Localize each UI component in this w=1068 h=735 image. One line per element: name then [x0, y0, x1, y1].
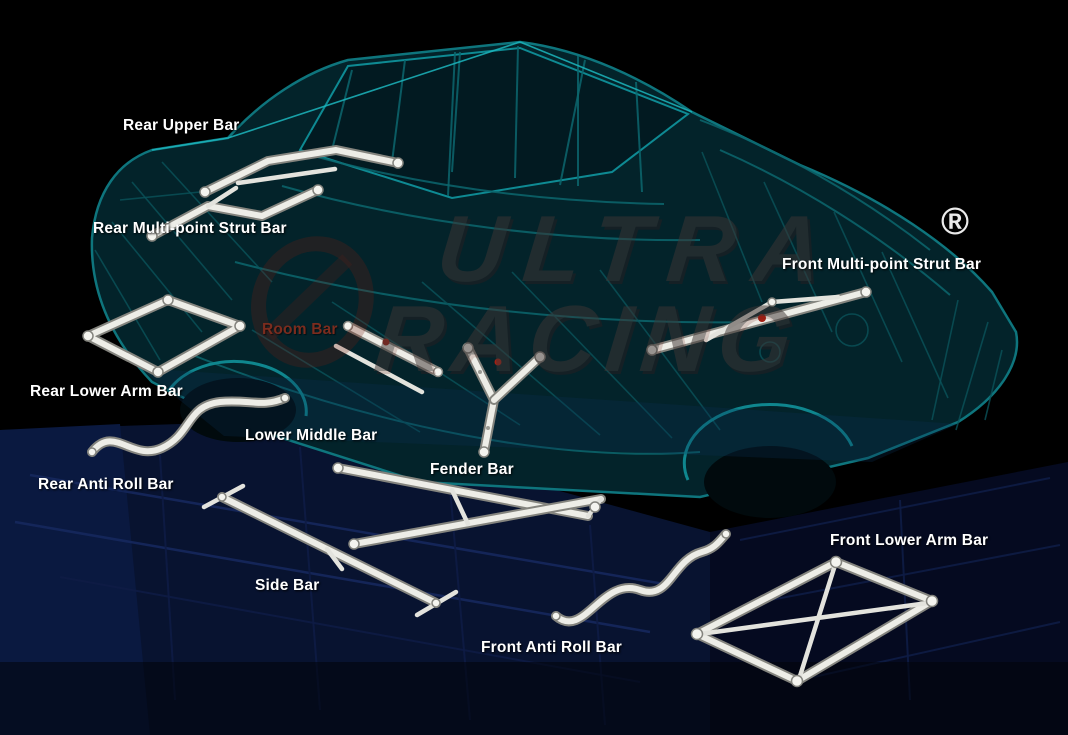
- brand-sticker: [382, 338, 390, 346]
- front-anti-roll-bar-illustration: [551, 529, 731, 627]
- registered-trademark-symbol: ®: [941, 201, 969, 243]
- front-lower-arm-bar-illustration: [690, 555, 939, 688]
- label-front-lower-arm-bar: Front Lower Arm Bar: [830, 532, 989, 549]
- rear-anti-roll-bar-illustration: [87, 393, 290, 457]
- rear-multi-point-strut-bar-illustration: [146, 184, 324, 242]
- front-multi-point-strut-bar-illustration: [646, 286, 872, 356]
- lower-middle-bar-illustration: [332, 462, 606, 550]
- label-rear-lower-arm-bar: Rear Lower Arm Bar: [30, 383, 183, 400]
- label-fender-bar: Fender Bar: [430, 461, 514, 478]
- label-rear-anti-roll-bar: Rear Anti Roll Bar: [38, 476, 174, 493]
- side-bar-illustration: [201, 483, 459, 618]
- label-side-bar: Side Bar: [255, 577, 320, 594]
- rear-upper-bar-illustration: [199, 145, 404, 198]
- label-front-multi-point-strut-bar: Front Multi-point Strut Bar: [782, 256, 982, 273]
- brand-sticker: [758, 314, 766, 322]
- room-bar-illustration: [333, 320, 444, 395]
- label-room-bar: Room Bar: [262, 321, 338, 338]
- label-rear-multi-point-strut-bar: Rear Multi-point Strut Bar: [93, 220, 287, 237]
- rear-lower-arm-bar-illustration: [82, 294, 246, 378]
- floor-structure: [0, 420, 1068, 735]
- label-rear-upper-bar: Rear Upper Bar: [123, 117, 240, 134]
- fender-bar-illustration: [462, 342, 546, 458]
- label-lower-middle-bar: Lower Middle Bar: [245, 427, 378, 444]
- label-front-anti-roll-bar: Front Anti Roll Bar: [481, 639, 622, 656]
- brand-sticker: [494, 358, 502, 366]
